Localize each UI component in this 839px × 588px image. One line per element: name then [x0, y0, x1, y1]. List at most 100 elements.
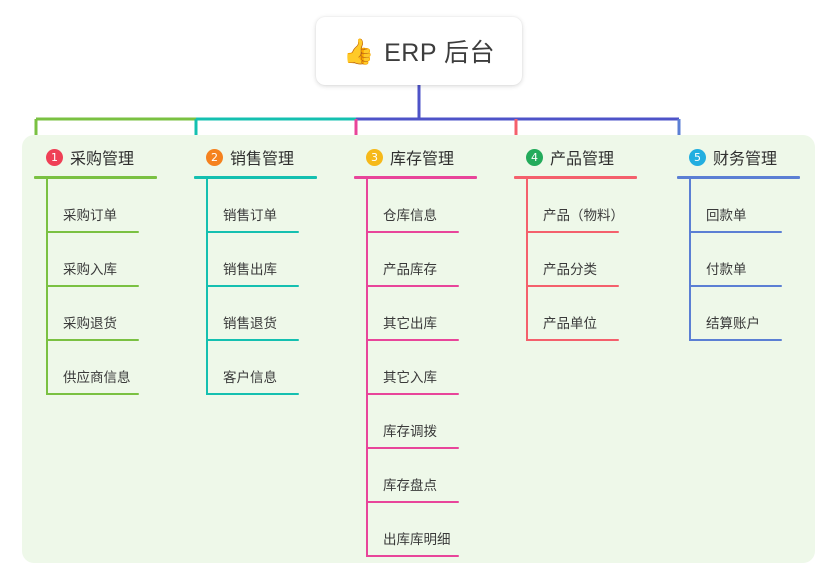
module-header-rule	[677, 176, 800, 179]
module-item-rule	[366, 393, 459, 395]
module-item-rule	[366, 339, 459, 341]
thumbs-up-icon: 👍	[342, 36, 375, 66]
module-spine	[366, 179, 368, 557]
module-item[interactable]: 采购订单	[46, 179, 194, 233]
module-item-label: 其它出库	[383, 316, 437, 331]
module-item-list: 回款单付款单结算账户	[689, 179, 837, 341]
module-item-rule	[526, 285, 619, 287]
module-header-1[interactable]: 1 采购管理	[34, 135, 194, 179]
module-item[interactable]: 销售订单	[206, 179, 354, 233]
module-item-label: 销售出库	[223, 262, 277, 277]
module-header-5[interactable]: 5 财务管理	[677, 135, 837, 179]
module-item-label: 出库库明细	[383, 532, 451, 547]
module-item[interactable]: 产品（物料）	[526, 179, 674, 233]
module-header-rule	[34, 176, 157, 179]
module-item-rule	[46, 231, 139, 233]
module-item-label: 结算账户	[706, 316, 760, 331]
module-item-label: 采购退货	[63, 316, 117, 331]
module-item[interactable]: 付款单	[689, 233, 837, 287]
module-item[interactable]: 出库库明细	[366, 503, 514, 557]
module-item[interactable]: 采购入库	[46, 233, 194, 287]
module-item-rule	[46, 339, 139, 341]
module-item[interactable]: 产品库存	[366, 233, 514, 287]
module-item-rule	[689, 285, 782, 287]
module-item[interactable]: 产品单位	[526, 287, 674, 341]
module-title: 采购管理	[70, 151, 135, 168]
module-item-rule	[46, 393, 139, 395]
module-number-badge: 3	[366, 148, 383, 166]
module-item-rule	[526, 339, 619, 341]
root-node-title: ERP 后台	[384, 39, 496, 67]
module-columns: 1 采购管理采购订单采购入库采购退货供应商信息 2 销售管理销售订单销售出库销售退货客…	[22, 135, 815, 563]
module-item-rule	[689, 339, 782, 341]
module-item-label: 采购订单	[63, 208, 117, 223]
module-column-4: 4 产品管理产品（物料） 产品分类产品单位	[514, 135, 674, 341]
module-header-rule	[194, 176, 317, 179]
module-item-label: 产品库存	[383, 262, 437, 277]
module-item-label: 仓库信息	[383, 208, 437, 223]
module-header-rule	[514, 176, 637, 179]
root-node-erp-backend[interactable]: 👍 ERP 后台	[316, 17, 522, 85]
module-title: 库存管理	[390, 151, 455, 168]
module-item-list: 产品（物料） 产品分类产品单位	[526, 179, 674, 341]
module-item-label: 其它入库	[383, 370, 437, 385]
module-item[interactable]: 产品分类	[526, 233, 674, 287]
module-item-label: 客户信息	[223, 370, 277, 385]
module-column-5: 5 财务管理回款单付款单结算账户	[677, 135, 837, 341]
module-title: 销售管理	[230, 151, 295, 168]
module-title: 财务管理	[713, 151, 778, 168]
module-header-2[interactable]: 2 销售管理	[194, 135, 354, 179]
module-column-1: 1 采购管理采购订单采购入库采购退货供应商信息	[34, 135, 194, 395]
module-item[interactable]: 其它入库	[366, 341, 514, 395]
module-item-label: 库存盘点	[383, 478, 437, 493]
module-title: 产品管理	[550, 151, 615, 168]
module-item[interactable]: 销售出库	[206, 233, 354, 287]
module-item-rule	[689, 231, 782, 233]
module-item-list: 采购订单采购入库采购退货供应商信息	[46, 179, 194, 395]
module-column-3: 3 库存管理仓库信息产品库存其它出库其它入库库存调拨库存盘点出库库明细	[354, 135, 514, 557]
module-item-rule	[366, 447, 459, 449]
module-item-rule	[206, 231, 299, 233]
module-item[interactable]: 其它出库	[366, 287, 514, 341]
module-item-label: 销售订单	[223, 208, 277, 223]
module-item-label: 采购入库	[63, 262, 117, 277]
module-item-rule	[206, 285, 299, 287]
module-item-label: 产品单位	[543, 316, 597, 331]
module-item-label: 供应商信息	[63, 370, 131, 385]
module-item-list: 仓库信息产品库存其它出库其它入库库存调拨库存盘点出库库明细	[366, 179, 514, 557]
module-spine	[526, 179, 528, 341]
module-column-2: 2 销售管理销售订单销售出库销售退货客户信息	[194, 135, 354, 395]
module-item[interactable]: 仓库信息	[366, 179, 514, 233]
module-item[interactable]: 结算账户	[689, 287, 837, 341]
module-item[interactable]: 客户信息	[206, 341, 354, 395]
module-spine	[206, 179, 208, 395]
module-item-rule	[46, 285, 139, 287]
module-spine	[689, 179, 691, 341]
module-item[interactable]: 销售退货	[206, 287, 354, 341]
module-item-label: 产品（物料）	[543, 208, 624, 223]
module-item[interactable]: 采购退货	[46, 287, 194, 341]
module-item-list: 销售订单销售出库销售退货客户信息	[206, 179, 354, 395]
module-item[interactable]: 供应商信息	[46, 341, 194, 395]
module-item-rule	[526, 231, 619, 233]
module-item-rule	[206, 339, 299, 341]
module-item-label: 库存调拨	[383, 424, 437, 439]
module-item-rule	[366, 555, 459, 557]
module-item-label: 回款单	[706, 208, 747, 223]
module-item[interactable]: 库存盘点	[366, 449, 514, 503]
module-item-label: 付款单	[706, 262, 747, 277]
module-spine	[46, 179, 48, 395]
module-number-badge: 1	[46, 148, 63, 166]
module-number-badge: 5	[689, 148, 706, 166]
module-number-badge: 4	[526, 148, 543, 166]
module-item-label: 产品分类	[543, 262, 597, 277]
module-header-4[interactable]: 4 产品管理	[514, 135, 674, 179]
module-number-badge: 2	[206, 148, 223, 166]
module-item[interactable]: 库存调拨	[366, 395, 514, 449]
module-item[interactable]: 回款单	[689, 179, 837, 233]
module-item-rule	[366, 231, 459, 233]
module-header-3[interactable]: 3 库存管理	[354, 135, 514, 179]
module-header-rule	[354, 176, 477, 179]
module-item-label: 销售退货	[223, 316, 277, 331]
